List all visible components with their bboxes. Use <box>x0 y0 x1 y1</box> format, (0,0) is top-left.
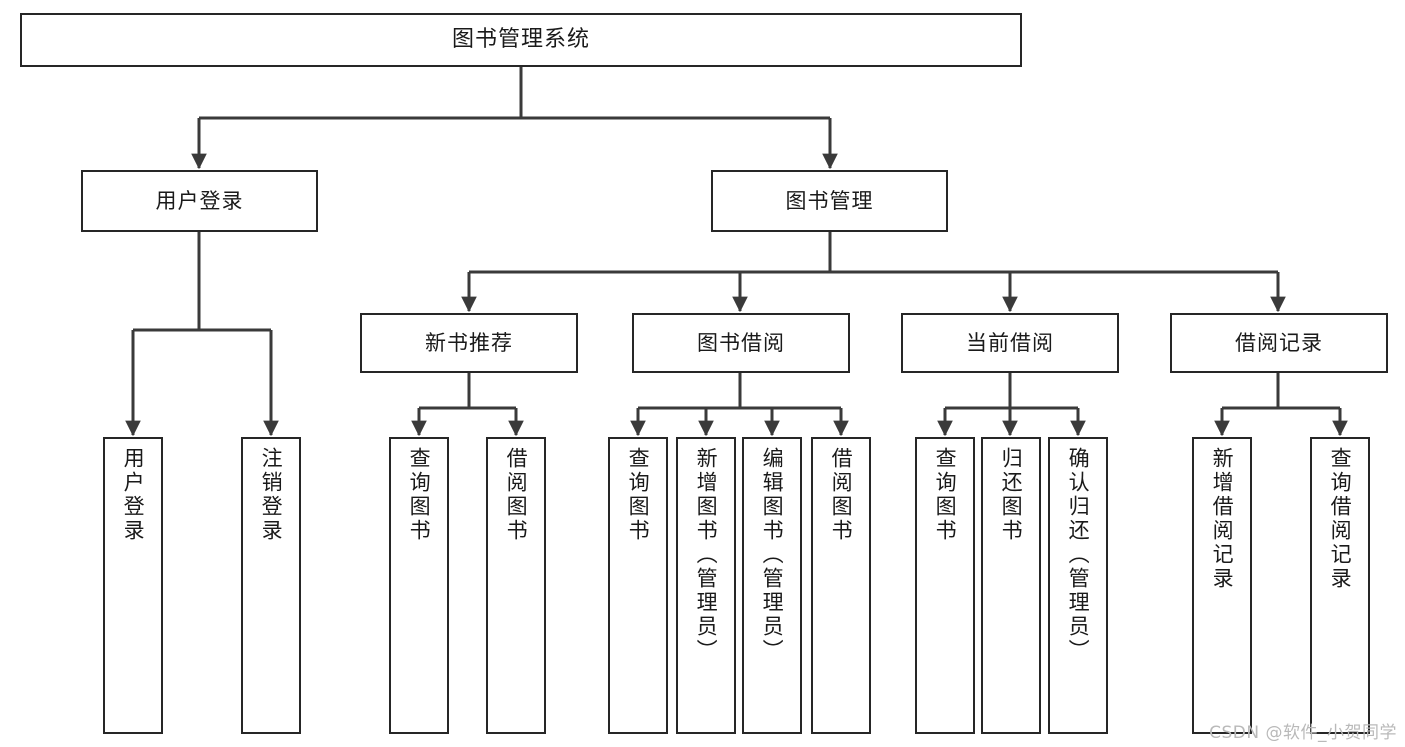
node-leaf-add-borrow-record[interactable]: 新增借阅记录 <box>1192 437 1252 734</box>
node-leaf-confirm-return-admin[interactable]: 确认归还（管理员） <box>1048 437 1108 734</box>
node-leaf-return-book[interactable]: 归还图书 <box>981 437 1041 734</box>
node-label: 图书借阅 <box>697 330 785 355</box>
node-label: 当前借阅 <box>966 330 1054 355</box>
node-label: 新增借阅记录 <box>1210 447 1235 591</box>
node-leaf-user-login[interactable]: 用户登录 <box>103 437 163 734</box>
node-label: 查询图书 <box>933 447 958 543</box>
node-leaf-add-book-admin[interactable]: 新增图书（管理员） <box>676 437 736 734</box>
node-leaf-query-borrow-record[interactable]: 查询借阅记录 <box>1310 437 1370 734</box>
node-root-library-management-system[interactable]: 图书管理系统 <box>20 13 1022 67</box>
node-label: 用户登录 <box>121 447 146 543</box>
node-label: 借阅图书 <box>504 447 529 543</box>
node-label: 新书推荐 <box>425 330 513 355</box>
node-label: 借阅记录 <box>1235 330 1323 355</box>
node-label: 归还图书 <box>999 447 1024 543</box>
node-leaf-logout-login[interactable]: 注销登录 <box>241 437 301 734</box>
node-label: 图书管理 <box>785 188 874 213</box>
node-leaf-edit-book-admin[interactable]: 编辑图书（管理员） <box>742 437 802 734</box>
node-label: 新增图书（管理员） <box>694 447 719 663</box>
node-book-borrow[interactable]: 图书借阅 <box>632 313 850 373</box>
node-new-book-recommend[interactable]: 新书推荐 <box>360 313 578 373</box>
node-leaf-query-book-borrow[interactable]: 查询图书 <box>608 437 668 734</box>
node-book-management[interactable]: 图书管理 <box>711 170 948 232</box>
node-label: 确认归还（管理员） <box>1066 447 1091 663</box>
node-label: 查询借阅记录 <box>1328 447 1353 591</box>
node-leaf-query-book-new-rec[interactable]: 查询图书 <box>389 437 449 734</box>
node-current-borrow[interactable]: 当前借阅 <box>901 313 1119 373</box>
node-label: 借阅图书 <box>829 447 854 543</box>
node-label: 查询图书 <box>407 447 432 543</box>
node-label: 图书管理系统 <box>451 27 590 53</box>
node-borrow-record[interactable]: 借阅记录 <box>1170 313 1388 373</box>
node-label: 注销登录 <box>259 447 284 543</box>
csdn-watermark: CSDN @软件_小贺同学 <box>1209 723 1397 743</box>
node-label: 编辑图书（管理员） <box>760 447 785 663</box>
node-leaf-borrow-book-borrow[interactable]: 借阅图书 <box>811 437 871 734</box>
node-label: 用户登录 <box>155 188 244 213</box>
node-leaf-borrow-book-new-rec[interactable]: 借阅图书 <box>486 437 546 734</box>
node-label: 查询图书 <box>626 447 651 543</box>
node-leaf-query-book-current[interactable]: 查询图书 <box>915 437 975 734</box>
node-user-login[interactable]: 用户登录 <box>81 170 318 232</box>
